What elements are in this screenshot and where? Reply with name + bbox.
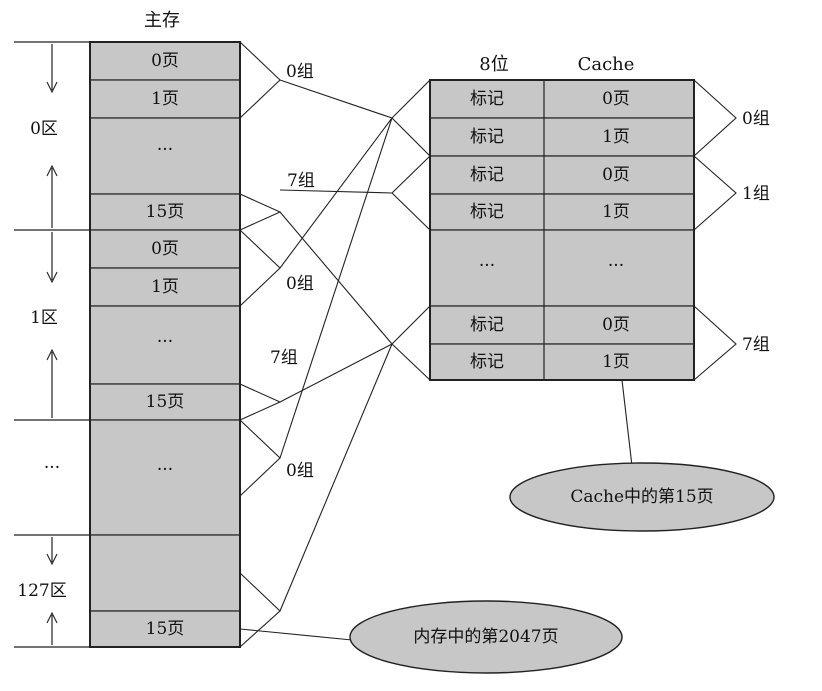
- cache-entry-chevrons: [391, 79, 431, 381]
- cache-row-5-page: 0页: [602, 315, 630, 335]
- mem-cell-9: [89, 534, 241, 612]
- mid-group-label-0b: 0组: [286, 274, 314, 294]
- cache-row-0-tag: 标记: [470, 89, 504, 109]
- mem-cell-label-6: ···: [157, 332, 173, 352]
- cache-row-4-tag: ···: [479, 256, 495, 276]
- mem-cell-label-7: 15页: [146, 392, 185, 412]
- mem-cell-label-0: 0页: [151, 51, 179, 71]
- cache-data-header: Cache: [578, 54, 635, 75]
- cache-row-5-tag: 标记: [470, 315, 504, 335]
- zone-label-ellipsis: ···: [44, 458, 60, 478]
- memory-pair-chevrons: [239, 41, 282, 648]
- mem-cell-0: [89, 41, 241, 81]
- zone-label-0: 0区: [30, 119, 58, 139]
- cache-row-1-tag: 标记: [470, 127, 504, 147]
- mem-cell-label-4: 0页: [151, 239, 179, 259]
- mem-cell-1: [89, 79, 241, 119]
- memory-page-callout-label: 内存中的第2047页: [413, 627, 558, 647]
- mid-group-label-0c: 0组: [286, 461, 314, 481]
- cache-group-label-0: 0组: [742, 109, 770, 129]
- middle-group-labels: 0组 7组 0组 7组 0组: [270, 62, 315, 481]
- main-memory-title: 主存: [144, 10, 180, 31]
- memory-page-callout: 内存中的第2047页: [239, 600, 623, 674]
- mem-cell-label-1: 1页: [151, 89, 179, 109]
- cache-page-callout: Cache中的第15页: [509, 379, 775, 532]
- cache-row-4-page: ···: [608, 256, 624, 276]
- mem-cell-2: [89, 117, 241, 195]
- cache-page-callout-label: Cache中的第15页: [570, 487, 713, 507]
- main-memory-column: 0页 1页 ··· 15页 0页 1页 ··· 15页 ··· 15页: [89, 41, 241, 648]
- cache-row-2-tag: 标记: [470, 165, 504, 185]
- cache-row-2-page: 0页: [602, 165, 630, 185]
- mem-cell-label-10: 15页: [146, 619, 185, 639]
- memory-page-ellipse: [349, 600, 623, 674]
- cache-group-brackets: 0组 1组 7组: [693, 79, 770, 381]
- cache-row-6-page: 1页: [602, 352, 630, 372]
- mid-group-label-7b: 7组: [270, 348, 298, 368]
- cache-row-3-tag: 标记: [470, 202, 504, 222]
- cache-table: 8位 Cache 标记 0页 标记 1页 标记 0页 标记 1页 ··· ···…: [429, 54, 695, 381]
- mid-group-label-0a: 0组: [286, 62, 314, 82]
- zone-label-1: 1区: [30, 308, 58, 328]
- mid-group-label-7a: 7组: [287, 171, 315, 191]
- zone-brackets: 0区 1区 ··· 127区: [14, 41, 90, 648]
- cache-tag-header: 8位: [479, 54, 508, 75]
- cache-row-1-page: 1页: [602, 127, 630, 147]
- mem-cell-label-8: ···: [157, 460, 173, 480]
- mem-cell-10: [89, 610, 241, 648]
- cache-group-label-1: 1组: [742, 184, 770, 204]
- cache-page-ellipse: [509, 462, 775, 532]
- mem-cell-label-2: ···: [157, 140, 173, 160]
- mapping-lines: [279, 79, 393, 612]
- cache-row-3-page: 1页: [602, 202, 630, 222]
- cache-group-label-7: 7组: [742, 335, 770, 355]
- zone-label-127: 127区: [17, 581, 66, 601]
- cache-row-6-tag: 标记: [470, 352, 504, 372]
- cache-row-0-page: 0页: [602, 89, 630, 109]
- mem-cell-label-5: 1页: [151, 277, 179, 297]
- mem-cell-label-3: 15页: [146, 202, 185, 222]
